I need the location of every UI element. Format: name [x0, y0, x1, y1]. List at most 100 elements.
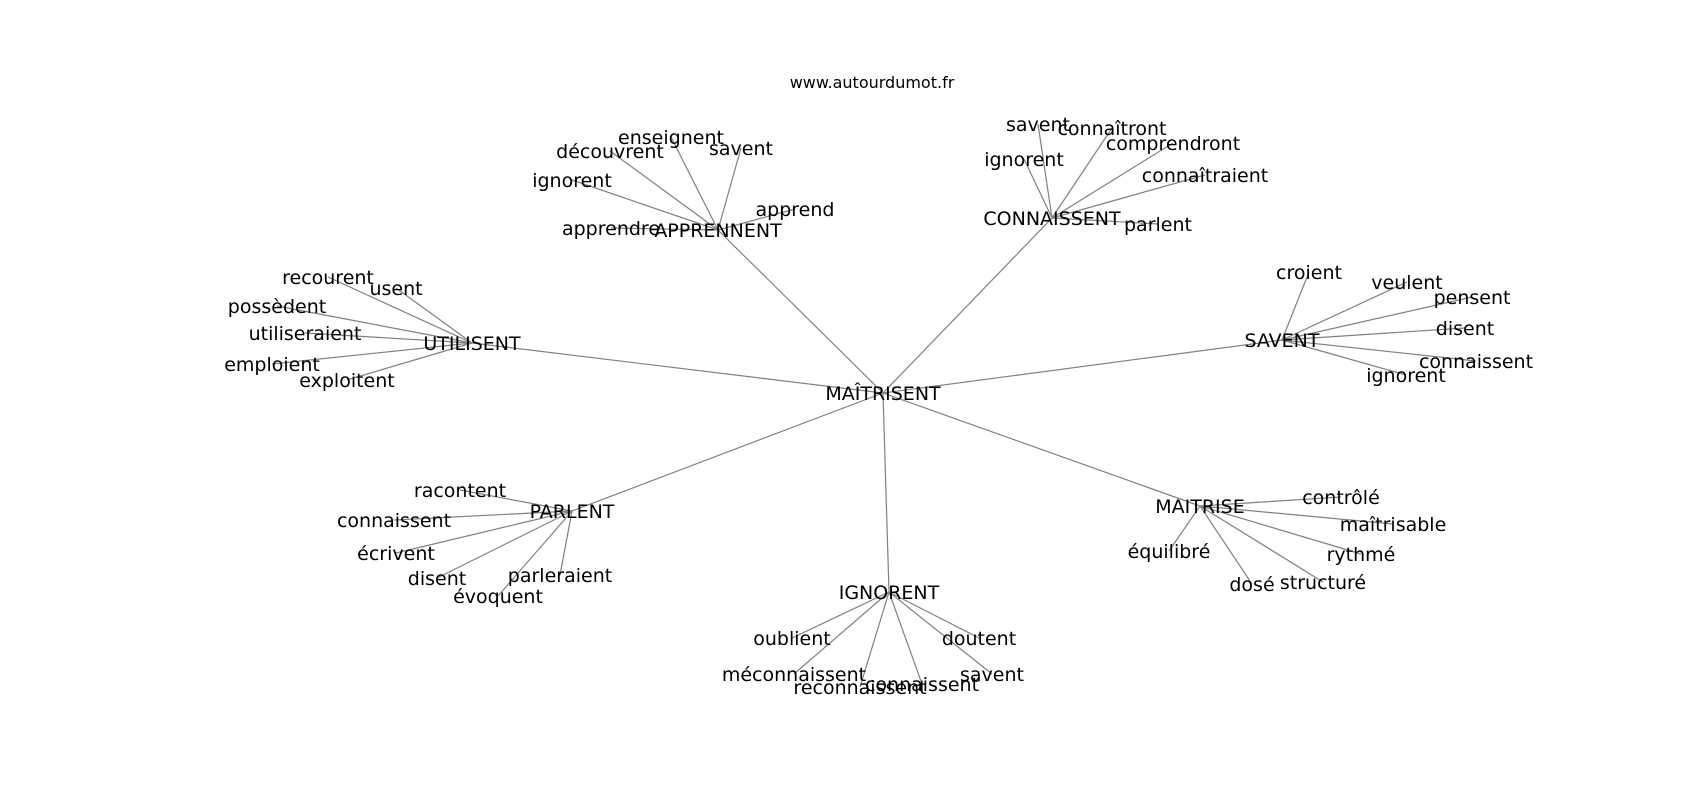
leaf-node-label: ignorent: [1366, 365, 1446, 387]
leaf-node-label: apprendre: [562, 218, 660, 240]
edge-hub-to-leaf: [1199, 505, 1394, 525]
leaf-node-label: dosé: [1229, 574, 1274, 596]
leaf-node-label: apprend: [756, 199, 835, 221]
leaf-node-label: possèdent: [228, 296, 326, 318]
leaf-node-label: veulent: [1371, 272, 1442, 294]
edges-layer: [271, 123, 1477, 688]
edge-hub-to-leaf: [717, 147, 742, 231]
edge-center-to-hub: [717, 229, 884, 394]
edge-center-to-hub: [471, 342, 884, 394]
edge-hub-to-leaf: [1281, 327, 1466, 341]
leaf-node-label: connaissent: [337, 510, 451, 532]
leaf-node-label: découvrent: [556, 141, 664, 163]
leaf-node-label: connaîtront: [1057, 118, 1166, 140]
edge-hub-to-leaf: [888, 591, 993, 675]
leaf-node-label: parlent: [1124, 214, 1192, 236]
edge-hub-to-leaf: [271, 342, 473, 365]
edge-hub-to-leaf: [395, 510, 573, 554]
edge-hub-to-leaf: [1199, 505, 1362, 555]
leaf-node-label: savent: [960, 664, 1024, 686]
edge-hub-to-leaf: [346, 342, 473, 381]
edge-hub-to-leaf: [791, 591, 890, 639]
hub-node-label: UTILISENT: [423, 333, 521, 355]
edge-hub-to-leaf: [859, 591, 890, 688]
leaf-node-label: ignorent: [984, 149, 1064, 171]
edge-hub-to-leaf: [436, 510, 573, 579]
leaf-node-label: rythmé: [1327, 544, 1396, 566]
edge-hub-to-leaf: [609, 150, 719, 231]
leaf-node-label: comprendront: [1106, 133, 1240, 155]
edge-center-to-hub: [882, 392, 890, 593]
leaf-node-label: connaîtraient: [1142, 165, 1268, 187]
leaf-node-label: évoquent: [453, 586, 543, 608]
hub-node-label: IGNORENT: [839, 582, 940, 604]
edge-hub-to-leaf: [1281, 339, 1407, 376]
leaf-node-label: utiliseraient: [249, 323, 362, 345]
edge-hub-to-leaf: [717, 208, 796, 231]
leaf-node-label: disent: [1436, 318, 1494, 340]
edge-hub-to-leaf: [1023, 158, 1053, 219]
leaf-node-label: méconnaissent: [722, 664, 866, 686]
leaf-node-label: savent: [1006, 114, 1070, 136]
edge-hub-to-leaf: [1281, 296, 1473, 341]
leaf-node-label: racontent: [414, 480, 506, 502]
edge-hub-to-leaf: [610, 227, 719, 231]
edge-hub-to-leaf: [395, 287, 473, 344]
edge-hub-to-leaf: [276, 305, 473, 344]
edge-hub-to-leaf: [888, 591, 923, 685]
edge-hub-to-leaf: [1051, 174, 1206, 219]
edge-hub-to-leaf: [1199, 505, 1324, 583]
edge-hub-to-leaf: [1051, 217, 1159, 225]
edge-hub-to-leaf: [1051, 142, 1174, 219]
leaf-node-label: savent: [709, 138, 773, 160]
edge-hub-to-leaf: [670, 136, 719, 231]
edge-hub-to-leaf: [559, 510, 573, 576]
leaf-node-label: équilibré: [1128, 541, 1211, 563]
source-label: www.autourdumot.fr: [790, 73, 955, 92]
edge-hub-to-leaf: [459, 489, 573, 512]
leaf-node-label: parleraient: [508, 565, 612, 587]
leaf-node-label: écrivent: [357, 543, 435, 565]
labels-layer: www.autourdumot.fr apprendre ignorent déco…: [224, 73, 1533, 699]
edge-hub-to-leaf: [571, 179, 719, 231]
leaf-node-label: maîtrisable: [1340, 514, 1447, 536]
edge-hub-to-leaf: [1199, 505, 1253, 585]
edge-hub-to-leaf: [1168, 505, 1201, 552]
edge-hub-to-leaf: [888, 591, 980, 639]
edge-hub-to-leaf: [1281, 281, 1408, 341]
leaf-node-label: disent: [408, 568, 466, 590]
center-node-label: MAÎTRISENT: [825, 382, 941, 405]
edge-hub-to-leaf: [327, 276, 473, 344]
leaf-node-label: connaissent: [865, 674, 979, 696]
leaf-node-label: contrôlé: [1302, 487, 1380, 509]
leaf-node-label: oublient: [753, 628, 830, 650]
edge-hub-to-leaf: [1051, 127, 1113, 219]
leaf-node-label: structuré: [1280, 572, 1366, 594]
edge-hub-to-leaf: [1199, 496, 1342, 507]
edge-center-to-hub: [882, 217, 1053, 394]
edge-hub-to-leaf: [793, 591, 890, 675]
leaf-node-label: doutent: [942, 628, 1016, 650]
leaf-node-label: connaissent: [1419, 351, 1533, 373]
edge-hub-to-leaf: [1281, 339, 1477, 362]
edge-hub-to-leaf: [393, 510, 573, 521]
edge-hub-to-leaf: [497, 510, 573, 597]
leaf-node-label: recourent: [282, 267, 374, 289]
hub-node-label: APPRENNENT: [654, 220, 782, 242]
leaf-node-label: usent: [369, 278, 422, 300]
edge-center-to-hub: [571, 392, 884, 512]
leaf-node-label: emploient: [224, 354, 320, 376]
hub-node-label: CONNAISSENT: [983, 208, 1121, 230]
leaf-node-label: exploitent: [299, 370, 394, 392]
leaf-node-label: pensent: [1434, 287, 1511, 309]
leaf-node-label: croient: [1276, 262, 1342, 284]
leaf-node-label: ignorent: [532, 170, 612, 192]
hub-node-label: MAITRISE: [1155, 496, 1244, 518]
hub-node-label: SAVENT: [1244, 330, 1319, 352]
edge-hub-to-leaf: [304, 332, 473, 344]
leaf-node-label: reconnaissent: [793, 677, 926, 699]
edge-center-to-hub: [882, 339, 1283, 394]
edge-hub-to-leaf: [1037, 123, 1053, 219]
edge-hub-to-leaf: [1281, 271, 1310, 341]
